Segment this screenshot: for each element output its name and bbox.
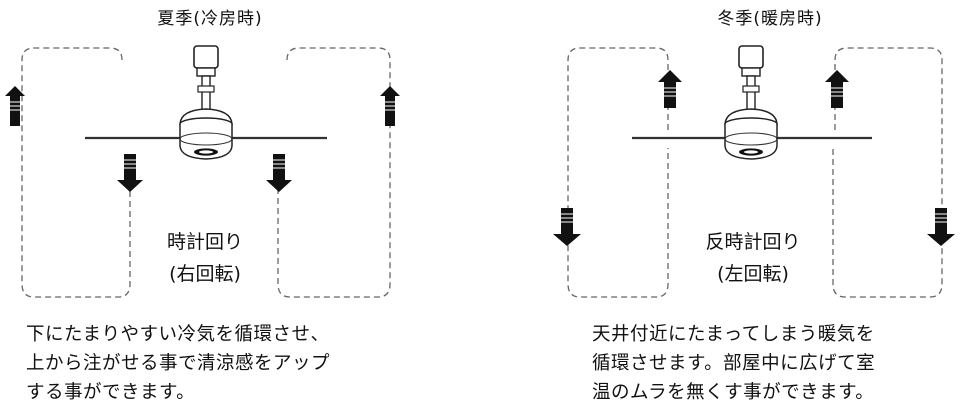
summer-left-airflow-loop	[21, 47, 131, 298]
summer-panel: 夏季(冷房時)	[5, 9, 400, 407]
winter-description: 天井付近にたまってしまう暖気を 循環させます。部屋中に広げて室 温のムラを無くす…	[592, 320, 875, 407]
summer-up-arrow-left	[5, 86, 25, 126]
winter-up-arrow-right	[825, 70, 849, 108]
winter-rotation-label: 反時計回り (左回転)	[678, 226, 828, 290]
winter-ceiling-fan	[632, 45, 872, 160]
summer-rotation-line2: (右回転)	[169, 263, 241, 285]
winter-down-arrow-left	[553, 208, 581, 246]
winter-title: 冬季(暖房時)	[717, 9, 823, 29]
winter-desc-line1: 天井付近にたまってしまう暖気を	[592, 324, 875, 345]
summer-description: 下にたまりやすい冷気を循環させ、 上から注がせる事で清涼感をアップ する事ができ…	[26, 320, 330, 407]
winter-left-airflow-loop	[567, 47, 669, 298]
summer-down-arrow-left	[117, 154, 143, 192]
summer-desc-line1: 下にたまりやすい冷気を循環させ、	[26, 324, 330, 345]
summer-rotation-line1: 時計回り	[166, 231, 243, 253]
winter-down-arrow-right	[927, 208, 955, 246]
summer-down-arrow-right	[266, 154, 292, 192]
winter-fan-diagram	[553, 45, 955, 298]
winter-desc-line3: 温のムラを無くす事ができます。	[592, 382, 875, 403]
winter-right-airflow-loop	[832, 47, 943, 298]
winter-rotation-line2: (左回転)	[717, 263, 789, 285]
summer-rotation-label: 時計回り (右回転)	[140, 226, 270, 290]
winter-rotation-line1: 反時計回り	[705, 231, 801, 253]
summer-desc-line2: 上から注がせる事で清涼感をアップ	[26, 353, 331, 374]
summer-up-arrow-right	[380, 86, 400, 126]
winter-up-arrow-left	[658, 70, 682, 108]
summer-title: 夏季(冷房時)	[157, 9, 263, 29]
summer-fan-diagram	[5, 45, 400, 298]
winter-desc-line2: 循環させます。部屋中に広げて室	[592, 353, 876, 374]
summer-desc-line3: する事ができます。	[26, 382, 196, 403]
winter-panel: 冬季(暖房時)	[480, 0, 960, 418]
summer-ceiling-fan	[85, 45, 327, 160]
summer-right-airflow-loop	[277, 47, 391, 298]
